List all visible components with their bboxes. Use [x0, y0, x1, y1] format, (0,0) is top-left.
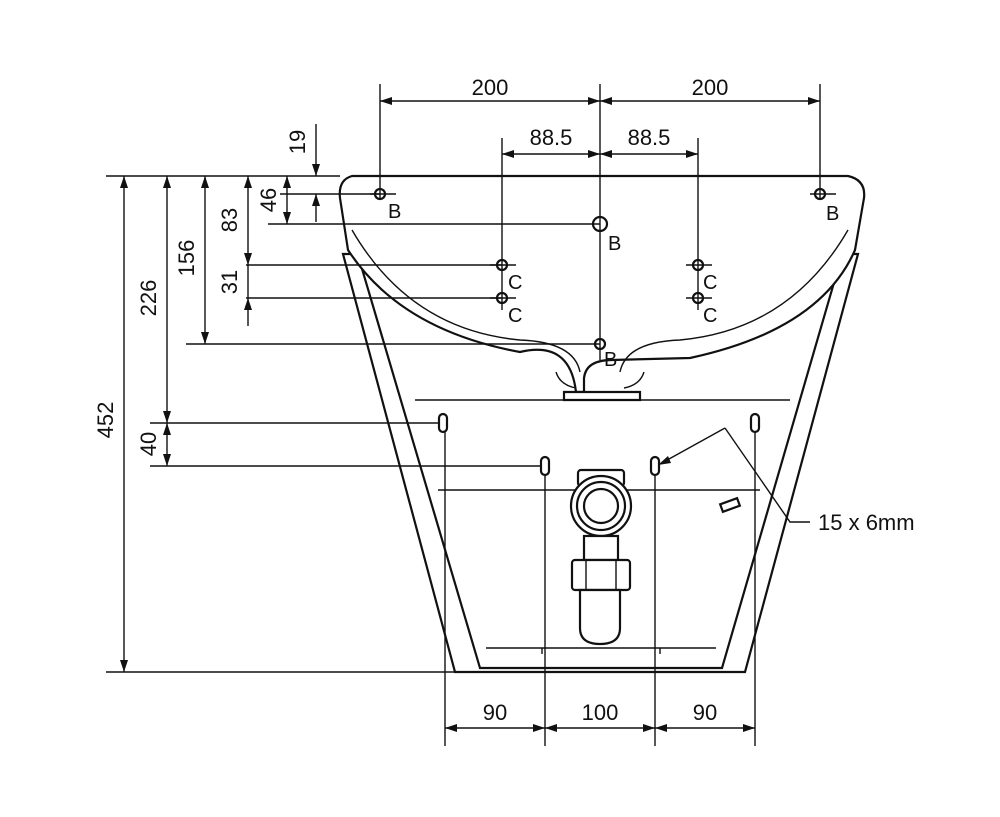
dim-bottom-mid: 100 [582, 700, 619, 725]
dim-inner-right: 88.5 [628, 125, 671, 150]
hole-label-c: C [703, 305, 717, 327]
dim-top-right: 200 [692, 75, 729, 100]
hole-label-c: C [508, 272, 522, 294]
pedestal-outline [341, 252, 860, 674]
basin-body [338, 174, 866, 402]
slot-note-leader [658, 427, 810, 523]
dim-40: 40 [136, 432, 161, 456]
hole-label-b: B [604, 349, 617, 371]
dim-bottom-right: 90 [693, 700, 717, 725]
waste-trap [569, 468, 742, 646]
dimension-lines [120, 97, 820, 732]
dim-inner-left: 88.5 [530, 125, 573, 150]
extension-lines [106, 84, 821, 746]
hole-label-c: C [508, 305, 522, 327]
hole-labels: B B B B C C C C [388, 201, 839, 371]
fixing-slots [437, 412, 761, 477]
dim-452: 452 [93, 402, 118, 439]
dim-31: 31 [217, 270, 242, 294]
dim-19: 19 [285, 130, 310, 154]
dim-156: 156 [174, 240, 199, 277]
hole-label-b: B [388, 201, 401, 223]
dim-bottom-left: 90 [483, 700, 507, 725]
hole-label-b: B [826, 203, 839, 225]
hole-label-b: B [608, 233, 621, 255]
slot-size-note: 15 x 6mm [818, 510, 915, 535]
hole-label-c: C [703, 272, 717, 294]
dim-46: 46 [256, 188, 281, 212]
dim-83: 83 [217, 208, 242, 232]
dim-top-left: 200 [472, 75, 509, 100]
dim-226: 226 [136, 280, 161, 317]
dimension-text: 200 200 88.5 88.5 19 46 83 31 156 226 45… [93, 75, 728, 725]
